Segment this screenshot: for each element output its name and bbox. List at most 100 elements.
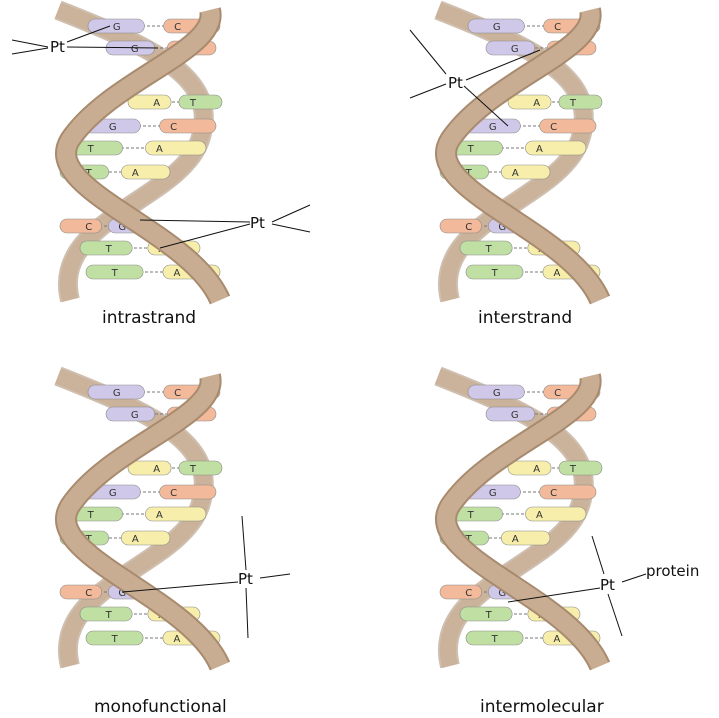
base-pair: TA	[62, 507, 206, 521]
base-letter: T	[569, 464, 577, 475]
caption-intermolecular: intermolecular	[480, 697, 604, 717]
ligand-line	[410, 30, 446, 74]
base-pair: GC	[464, 119, 596, 133]
base-letter: T	[111, 634, 119, 645]
base-T	[559, 95, 602, 109]
base-A	[145, 507, 206, 521]
base-letter: A	[156, 144, 163, 155]
base-pair: TA	[442, 507, 586, 521]
base-letter: A	[173, 268, 180, 279]
base-letter: T	[105, 244, 113, 255]
pt-label: Pt	[50, 38, 65, 56]
base-letter: A	[156, 510, 163, 521]
caption-interstrand: interstrand	[478, 308, 572, 328]
base-letter: A	[153, 98, 160, 109]
base-letter: G	[113, 22, 121, 33]
base-pair: GC	[84, 485, 216, 499]
ligand-line	[12, 40, 48, 47]
base-letter: T	[491, 268, 499, 279]
base-C	[440, 585, 482, 599]
adduct-bond	[140, 220, 250, 222]
base-A	[501, 165, 550, 179]
base-letter: C	[465, 588, 472, 599]
base-letter: G	[109, 122, 117, 133]
base-letter: G	[109, 488, 117, 499]
base-letter: G	[511, 44, 519, 55]
ligand-line	[12, 48, 48, 54]
base-A	[501, 531, 550, 545]
base-A	[121, 165, 170, 179]
ligand-line	[246, 588, 248, 638]
partner-label: protein	[646, 562, 699, 580]
base-letter: T	[467, 144, 475, 155]
base-C	[60, 585, 102, 599]
base-A	[145, 141, 206, 155]
base-letter: C	[85, 222, 92, 233]
base-letter: G	[489, 488, 497, 499]
caption-intrastrand: intrastrand	[102, 308, 196, 328]
base-A	[525, 507, 586, 521]
base-letter: A	[553, 268, 560, 279]
base-letter: G	[131, 410, 139, 421]
base-letter: A	[132, 534, 139, 545]
ligand-line	[272, 205, 310, 222]
base-letter: T	[189, 464, 197, 475]
base-letter: T	[569, 98, 577, 109]
base-T	[559, 461, 602, 475]
base-letter: A	[533, 464, 540, 475]
ligand-line	[272, 224, 310, 232]
base-letter: A	[536, 144, 543, 155]
pt-label: Pt	[600, 576, 615, 594]
base-letter: C	[465, 222, 472, 233]
panel-intermolecular: GCGCATGCTATACGTATAPtprotein	[390, 376, 719, 716]
base-letter: G	[493, 22, 501, 33]
ligand-line	[242, 516, 246, 570]
base-C	[540, 485, 596, 499]
base-pair: GC	[464, 485, 596, 499]
base-letter: G	[131, 44, 139, 55]
base-C	[60, 219, 102, 233]
dna-helix-diagram: GCGCATGCTATACGTATAPtprotein	[390, 376, 719, 666]
base-T	[179, 95, 222, 109]
pt-label: Pt	[250, 214, 265, 232]
base-A	[508, 461, 551, 475]
base-T	[179, 461, 222, 475]
base-letter: C	[550, 488, 557, 499]
base-letter: T	[491, 634, 499, 645]
base-letter: T	[485, 244, 493, 255]
base-C	[540, 119, 596, 133]
base-letter: C	[170, 488, 177, 499]
base-A	[508, 95, 551, 109]
base-pair: TA	[62, 141, 206, 155]
base-letter: A	[553, 634, 560, 645]
base-letter: A	[153, 464, 160, 475]
base-letter: G	[493, 388, 501, 399]
base-letter: C	[85, 588, 92, 599]
base-pair: GC	[84, 119, 216, 133]
base-C	[160, 485, 216, 499]
base-letter: T	[87, 510, 95, 521]
base-letter: C	[554, 388, 561, 399]
base-A	[121, 531, 170, 545]
ligand-line	[592, 536, 604, 574]
base-letter: A	[512, 534, 519, 545]
ligand-line	[410, 84, 446, 98]
base-letter: G	[113, 388, 121, 399]
base-letter: C	[174, 22, 181, 33]
base-letter: T	[467, 510, 475, 521]
base-letter: C	[170, 122, 177, 133]
pt-label: Pt	[238, 570, 253, 588]
base-letter: A	[512, 168, 519, 179]
partner-bond	[622, 574, 646, 582]
base-A	[525, 141, 586, 155]
base-letter: C	[550, 122, 557, 133]
base-letter: C	[554, 22, 561, 33]
base-letter: A	[533, 98, 540, 109]
